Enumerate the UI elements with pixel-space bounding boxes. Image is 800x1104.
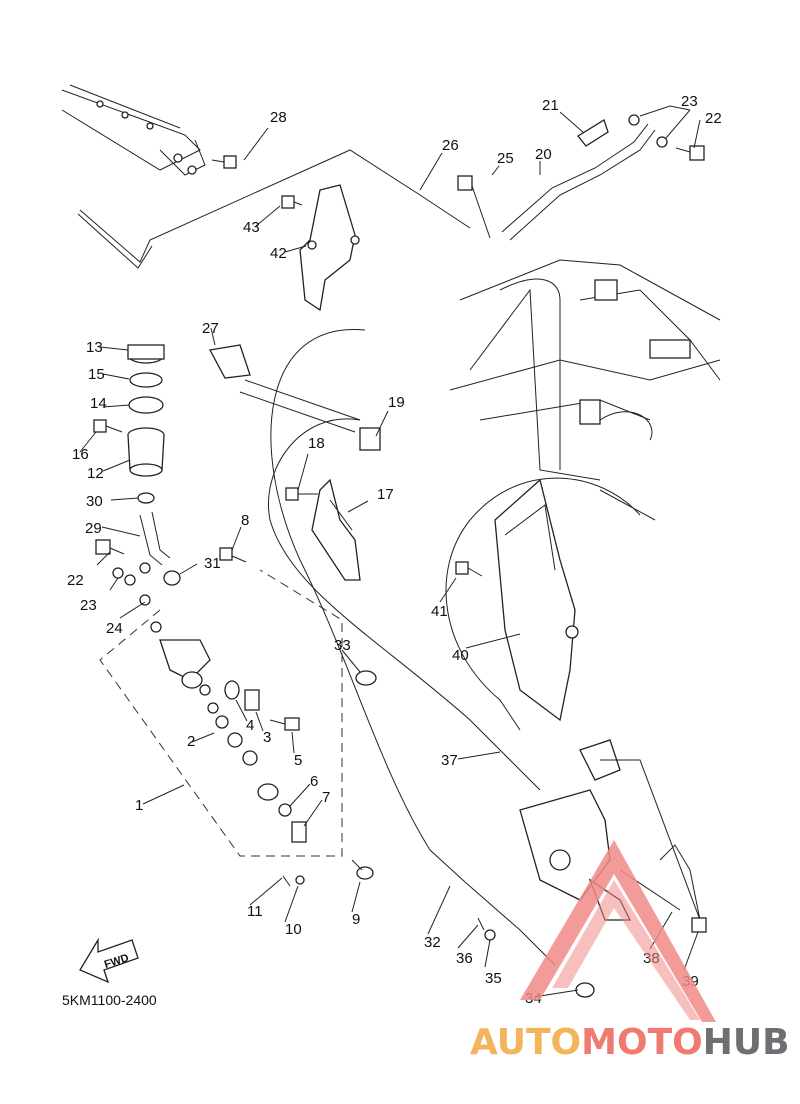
clamp-30 <box>137 492 155 504</box>
callout-36: 36 <box>456 950 473 967</box>
bolt-25 <box>457 175 491 239</box>
callout-13: 13 <box>86 339 103 356</box>
pin-9 <box>351 859 374 880</box>
callout-3: 3 <box>263 729 271 746</box>
joint-7 <box>291 821 307 843</box>
callout-37: 37 <box>441 752 458 769</box>
union-bolt-3 <box>244 689 260 711</box>
grommet-33 <box>355 670 377 686</box>
clamp-27 <box>208 344 251 379</box>
bolt-22-left <box>95 539 125 555</box>
callout-42: 42 <box>270 245 287 262</box>
joint-34 <box>575 982 595 998</box>
reservoir-hose-29 <box>139 511 171 566</box>
callout-6: 6 <box>310 773 318 790</box>
bolt-43 <box>281 195 303 209</box>
bracket-17 <box>311 478 361 581</box>
bolt-18 <box>285 487 318 501</box>
callout-15: 15 <box>88 366 105 383</box>
diaphragm-15 <box>129 372 163 388</box>
plate-14 <box>128 396 164 414</box>
callout-31: 31 <box>204 555 221 572</box>
fwd-arrow-icon: FWD <box>79 937 139 984</box>
bolt-5 <box>269 717 300 731</box>
callout-21: 21 <box>542 97 559 114</box>
callout-24: 24 <box>106 620 123 637</box>
svg-text:AUTOMOTOHUB: AUTOMOTOHUB <box>470 1022 790 1063</box>
brake-cable-37 <box>268 418 541 791</box>
callout-1: 1 <box>135 797 143 814</box>
clip-24 <box>139 594 162 633</box>
callout-43: 43 <box>243 219 260 236</box>
callout-7: 7 <box>322 789 330 806</box>
callout-23: 23 <box>681 93 698 110</box>
watermark-logo: AUTOMOTOHUB <box>470 840 790 1063</box>
frame-right <box>449 259 721 481</box>
bracket-42 <box>299 184 360 312</box>
callout-40: 40 <box>452 647 469 664</box>
callout-19: 19 <box>388 394 405 411</box>
callout-17: 17 <box>377 486 394 503</box>
callout-22: 22 <box>705 110 722 127</box>
fitting-31 <box>163 570 181 586</box>
callout-10: 10 <box>285 921 302 938</box>
callout-32: 32 <box>424 934 441 951</box>
callout-26: 26 <box>442 137 459 154</box>
callout-11: 11 <box>247 903 263 920</box>
bracket-21 <box>577 119 609 147</box>
callout-14: 14 <box>90 395 107 412</box>
washer-35 <box>484 929 496 941</box>
callout-22-2: 22 <box>67 572 84 589</box>
assembly-box-1 <box>99 569 343 857</box>
washer-23-left <box>112 562 151 586</box>
cover-40 <box>494 478 579 722</box>
callout-20: 20 <box>535 146 552 163</box>
bolt-16 <box>93 419 123 433</box>
callout-4: 4 <box>246 717 254 734</box>
callout-18: 18 <box>308 435 325 452</box>
callout-8: 8 <box>241 512 249 529</box>
reservoir-12 <box>127 427 165 477</box>
cotter-36 <box>477 917 485 931</box>
nut-6 <box>278 803 292 817</box>
callout-2: 2 <box>187 733 195 750</box>
callout-35: 35 <box>485 970 502 987</box>
callout-29: 29 <box>85 520 102 537</box>
callout-5: 5 <box>294 752 302 769</box>
brake-switch-19 <box>359 427 381 451</box>
frame-rail-top-left <box>61 84 206 176</box>
washer-10 <box>295 875 305 885</box>
bolt-28 <box>211 155 237 169</box>
diagram-code: 5KM1100-2400 <box>62 992 157 1008</box>
callout-33: 33 <box>334 637 351 654</box>
brake-pipe-26 <box>77 149 471 269</box>
callout-25: 25 <box>497 150 514 167</box>
master-cylinder-body <box>159 639 279 801</box>
callout-27: 27 <box>202 320 219 337</box>
leader-lines <box>79 105 701 998</box>
callout-16: 16 <box>72 446 89 463</box>
reservoir-cap-13 <box>127 344 165 364</box>
callout-12: 12 <box>87 465 104 482</box>
callout-41: 41 <box>431 603 448 620</box>
brake-cable-32 <box>270 329 556 966</box>
switch-cable-19 <box>239 379 361 433</box>
callout-9: 9 <box>352 911 360 928</box>
callout-30: 30 <box>86 493 103 510</box>
watermark-triangle-icon <box>520 840 716 1022</box>
hose-20 <box>501 123 656 241</box>
washer-23-right <box>628 114 668 148</box>
watermark-moto: MOTO <box>581 1022 703 1063</box>
cable-loop-right <box>445 477 656 731</box>
callout-28: 28 <box>270 109 287 126</box>
bolt-39 <box>691 917 707 933</box>
bolt-22-right <box>675 145 705 161</box>
bolt-41 <box>455 561 483 577</box>
bolt-8 <box>219 547 247 563</box>
watermark-hub: HUB <box>703 1022 790 1063</box>
watermark-auto: AUTO <box>470 1022 581 1063</box>
cotter-11 <box>282 875 291 887</box>
callout-23-2: 23 <box>80 597 97 614</box>
